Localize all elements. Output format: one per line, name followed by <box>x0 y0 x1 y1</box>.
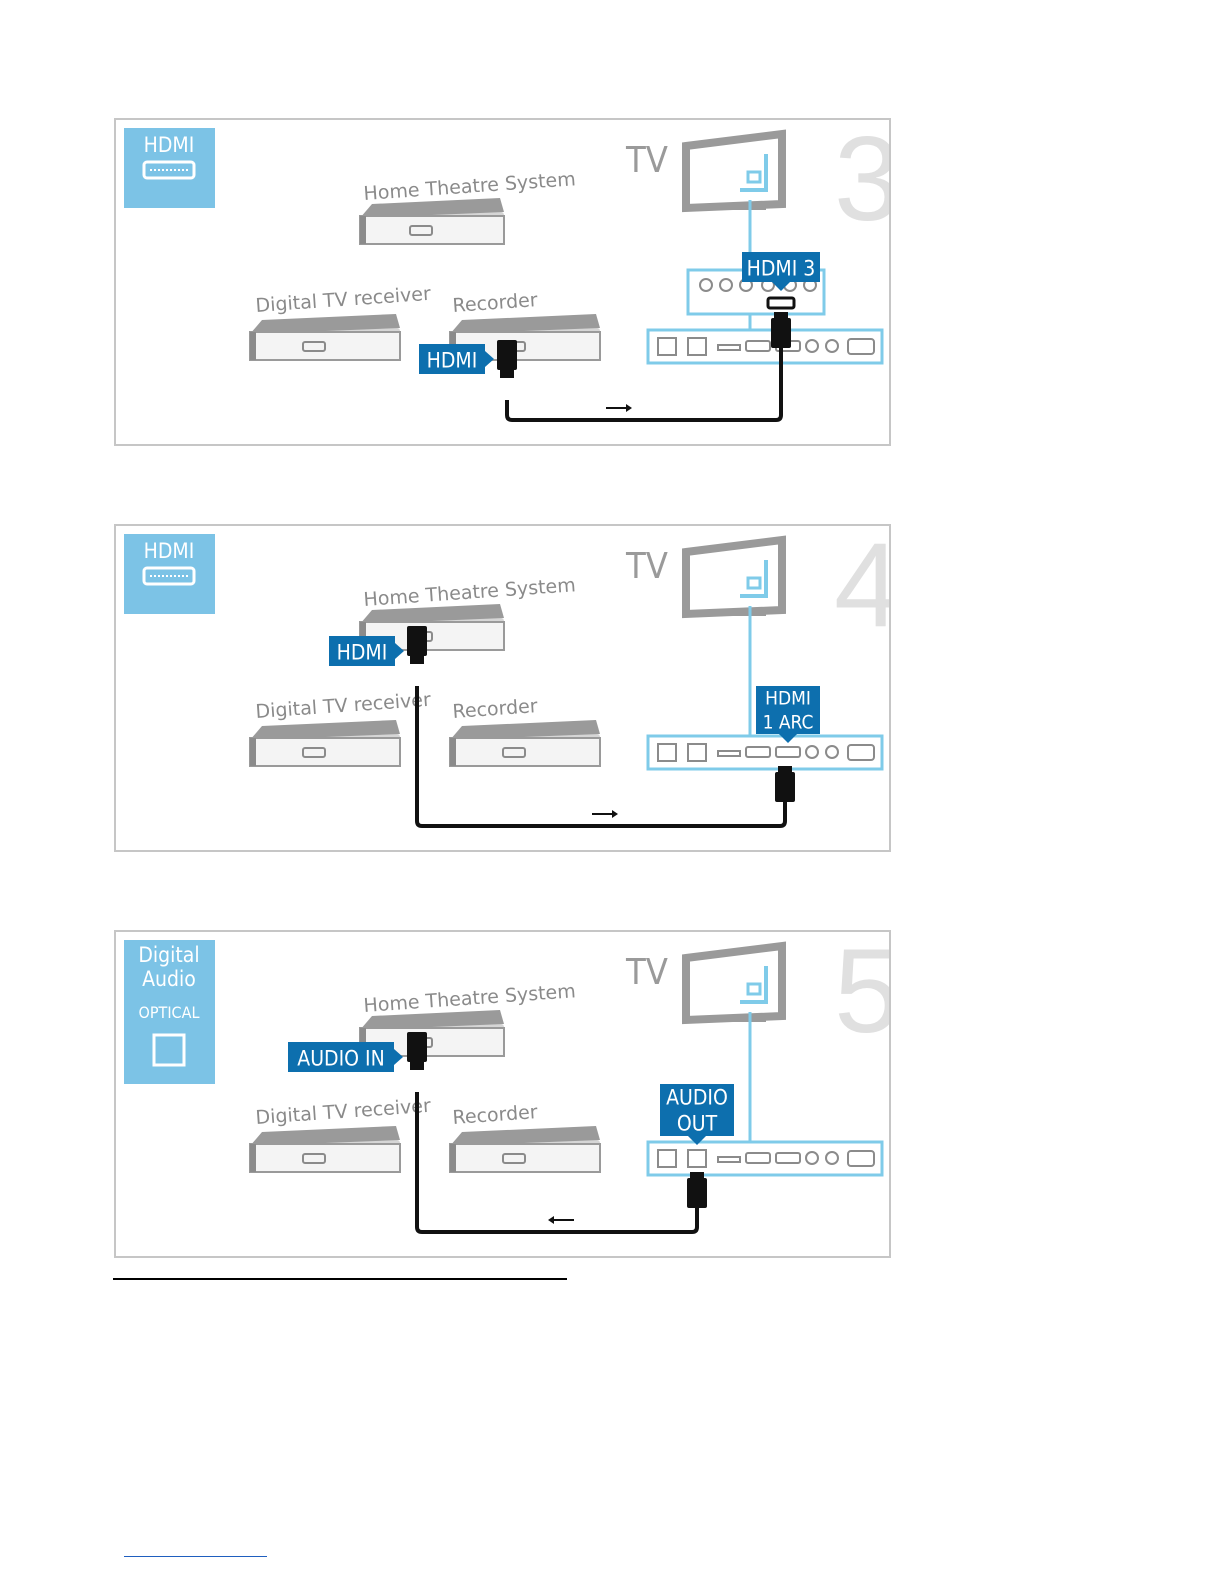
tv-rear-ports-frame <box>648 1142 882 1175</box>
cable-plug <box>497 340 517 378</box>
cable-plug-tip <box>774 312 788 320</box>
cable-plug-body <box>497 340 517 370</box>
tv-icon <box>686 946 782 1022</box>
cable-plug-body <box>407 626 427 656</box>
recorder-side <box>450 1144 456 1172</box>
cable-plug-tip <box>410 656 424 664</box>
badge-title: Audio <box>142 967 196 991</box>
tv-rear-ports-frame <box>648 736 882 769</box>
recorder-side <box>450 738 456 766</box>
tv-connector-label-text: 1 ARC <box>763 712 814 734</box>
tv-label: TV <box>625 140 668 181</box>
digital-tv-receiver-label: Digital TV receiver <box>255 689 432 723</box>
cable-plug-body <box>771 318 791 348</box>
digital-tv-receiver-side <box>250 1144 256 1172</box>
tv-connector-label-text: HDMI <box>765 688 811 710</box>
cable-plug-tip <box>500 370 514 378</box>
cable-plug <box>407 1032 427 1070</box>
connection-type-badge: HDMI <box>124 128 215 208</box>
recorder-label: Recorder <box>452 1101 539 1129</box>
recorder-label: Recorder <box>452 289 539 317</box>
cable-plug-tip <box>690 1172 704 1180</box>
diagram-svg: 4HDMITVHome Theatre SystemDigital TV rec… <box>116 526 889 850</box>
source-connector-label-text: AUDIO IN <box>297 1046 384 1070</box>
source-connector-label-text: HDMI <box>337 640 388 664</box>
step-number: 4 <box>834 526 889 652</box>
footnote-rule <box>113 1278 567 1280</box>
digital-tv-receiver: Digital TV receiver <box>250 689 432 766</box>
direction-arrow-head <box>626 404 632 412</box>
cable-plug-tip <box>778 766 792 774</box>
diagram-svg: 5DigitalAudioOPTICALTVHome Theatre Syste… <box>116 932 889 1256</box>
cable-plug <box>407 626 427 664</box>
step-number: 3 <box>834 120 889 246</box>
source-connector-label: AUDIO IN <box>288 1042 403 1072</box>
tv-connector-label-text: AUDIO <box>666 1085 728 1109</box>
tv-stand <box>706 206 766 210</box>
digital-tv-receiver-label: Digital TV receiver <box>255 1095 432 1129</box>
digital-tv-receiver: Digital TV receiver <box>250 1095 432 1172</box>
recorder-label: Recorder <box>452 695 539 723</box>
badge-title: Digital <box>138 943 199 967</box>
home-theatre-system: Home Theatre System <box>360 168 576 244</box>
tv-icon <box>686 134 782 210</box>
source-connector-label-text: HDMI <box>427 348 478 372</box>
recorder: Recorder <box>450 695 600 766</box>
badge-title: HDMI <box>144 133 195 157</box>
step-number: 5 <box>834 932 889 1058</box>
tv-rear-ports-frame <box>648 330 882 363</box>
cable-plug <box>771 312 791 348</box>
cable-plug-body <box>775 772 795 802</box>
cable-plug <box>687 1172 707 1208</box>
tv-connector-label-text: OUT <box>677 1111 718 1135</box>
tv-label: TV <box>625 546 668 587</box>
diagram-panel-step-4: 4HDMITVHome Theatre SystemDigital TV rec… <box>114 524 891 852</box>
badge-title: HDMI <box>144 539 195 563</box>
tv-icon <box>686 540 782 616</box>
cable-plug <box>775 766 795 802</box>
tv-stand <box>706 612 766 616</box>
digital-tv-receiver: Digital TV receiver <box>250 283 432 360</box>
tv-rear-ports <box>648 1142 882 1175</box>
badge-subtitle: OPTICAL <box>139 1003 200 1022</box>
recorder: Recorder <box>450 1101 600 1172</box>
connection-type-badge: HDMI <box>124 534 215 614</box>
tv-label: TV <box>625 952 668 993</box>
page-link-underline <box>124 1556 267 1557</box>
direction-arrow-head <box>612 810 618 818</box>
cable-plug-body <box>407 1032 427 1062</box>
tv-connector-label: HDMI1 ARC <box>756 686 820 743</box>
tv-connector-label-text: HDMI 3 <box>747 256 816 280</box>
source-connector-label: HDMI <box>329 636 404 666</box>
tv-rear-ports <box>648 736 882 769</box>
digital-tv-receiver-side <box>250 738 256 766</box>
cable-plug-tip <box>410 1062 424 1070</box>
tv-stand <box>706 1018 766 1022</box>
digital-tv-receiver-side <box>250 332 256 360</box>
home-theatre-system-side <box>360 216 366 244</box>
source-connector-label: HDMI <box>419 344 494 374</box>
direction-arrow-head <box>548 1216 554 1224</box>
digital-tv-receiver-label: Digital TV receiver <box>255 283 432 317</box>
cable-plug-body <box>687 1178 707 1208</box>
tv-rear-ports <box>648 330 882 363</box>
